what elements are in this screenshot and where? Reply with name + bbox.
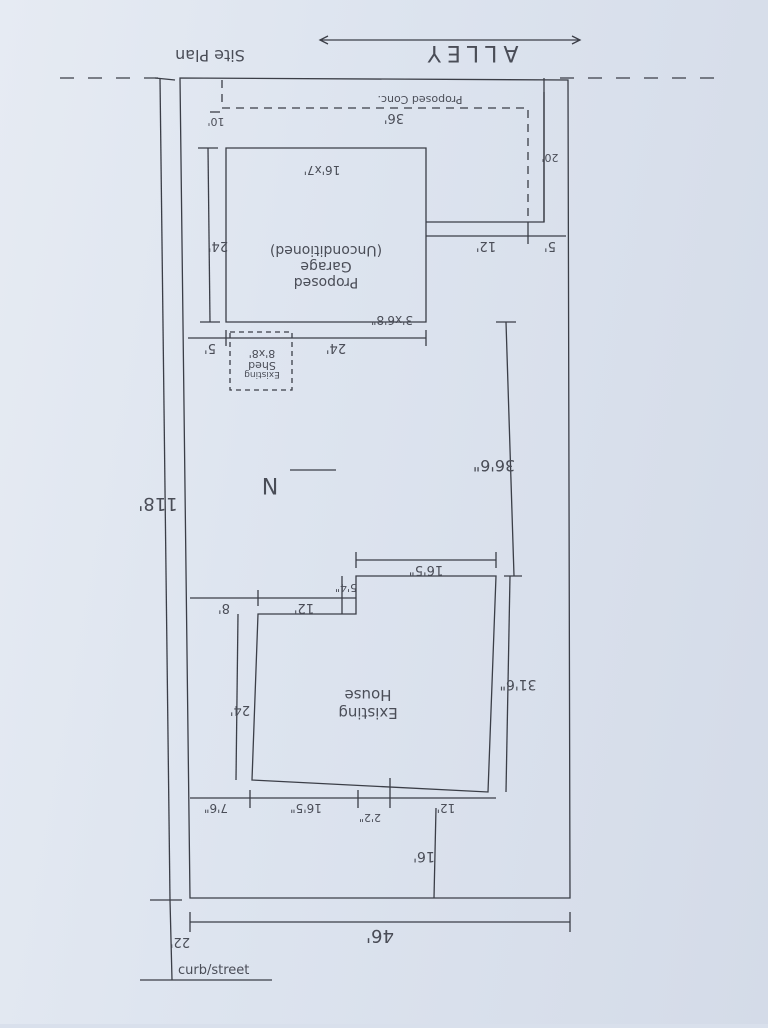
house-outline bbox=[251, 575, 497, 793]
north-label: N bbox=[262, 472, 278, 497]
house-right-depth-line bbox=[505, 575, 511, 793]
dim-garage-alley-gap: 10' bbox=[207, 115, 224, 128]
lot-depth-dimension-line bbox=[159, 77, 171, 901]
dim-house-front-c: 12' bbox=[437, 801, 456, 815]
house-label-line2: House bbox=[344, 686, 391, 704]
dim-house-top-width: 16'5" bbox=[409, 562, 443, 577]
garage-door-label: 16'x7' bbox=[304, 163, 341, 177]
house-to-front-line bbox=[433, 807, 437, 899]
proposed-concrete-label: Proposed Conc. bbox=[377, 93, 462, 106]
dim-house-front-setback: 7'6" bbox=[204, 801, 228, 815]
dim-lot-width: 46' bbox=[366, 925, 394, 946]
alley-label: ALLEY bbox=[422, 40, 519, 65]
dim-house-depth-left: 24' bbox=[230, 702, 250, 717]
dim-house-gap: 36'6" bbox=[473, 456, 515, 475]
dim-concrete-depth: 20' bbox=[541, 151, 558, 164]
curb-street-label: curb/street bbox=[178, 963, 249, 978]
dim-garage-extension: 12' bbox=[476, 238, 496, 253]
dim-garage-depth: 24' bbox=[208, 238, 228, 253]
dim-garage-width-top: 36' bbox=[384, 110, 404, 125]
dim-front-setback: 22' bbox=[170, 934, 190, 949]
house-label-line1: Existing bbox=[338, 704, 397, 722]
alley-arrow-head-left bbox=[318, 35, 329, 45]
dim-garage-width: 24' bbox=[326, 340, 346, 355]
shed-label-line3: 8'x8' bbox=[249, 347, 276, 360]
garage-outline bbox=[225, 147, 427, 323]
garage-small-door-label: 3'x6'8" bbox=[371, 313, 413, 327]
garage-label-line2: Garage bbox=[300, 258, 351, 274]
shed-outline bbox=[229, 331, 293, 391]
shed-label-line1: Existing bbox=[244, 369, 280, 379]
garage-depth-dimension-line bbox=[207, 147, 211, 323]
dim-house-front-b: 2'2" bbox=[359, 811, 381, 824]
house-left-depth-line bbox=[235, 613, 239, 781]
dim-house-left-setback: 8' bbox=[218, 600, 230, 615]
dim-garage-bottom-gap: 5' bbox=[204, 340, 216, 355]
alley-arrow-head-right bbox=[571, 35, 582, 45]
dim-house-notch: 12' bbox=[294, 600, 314, 615]
front-setback-line bbox=[169, 899, 173, 981]
garage-label-line1: Proposed bbox=[294, 274, 358, 290]
lot-boundary bbox=[179, 77, 571, 899]
dim-house-step: 5'4" bbox=[335, 581, 357, 594]
dim-garage-extension-side: 5' bbox=[544, 238, 556, 253]
site-plan-title: Site Plan bbox=[175, 46, 245, 65]
dim-house-to-front: 16' bbox=[413, 848, 435, 864]
dim-house-front-a: 16'5" bbox=[290, 801, 322, 815]
proposed-concrete-outline bbox=[221, 80, 529, 228]
dim-lot-depth: 118' bbox=[138, 493, 177, 514]
dim-house-depth-right: 31'6" bbox=[499, 676, 536, 692]
shed-label-line2: Shed bbox=[248, 359, 276, 372]
garage-label-line3: (Unconditioned) bbox=[270, 242, 382, 258]
house-gap-dimension-line bbox=[505, 321, 515, 577]
